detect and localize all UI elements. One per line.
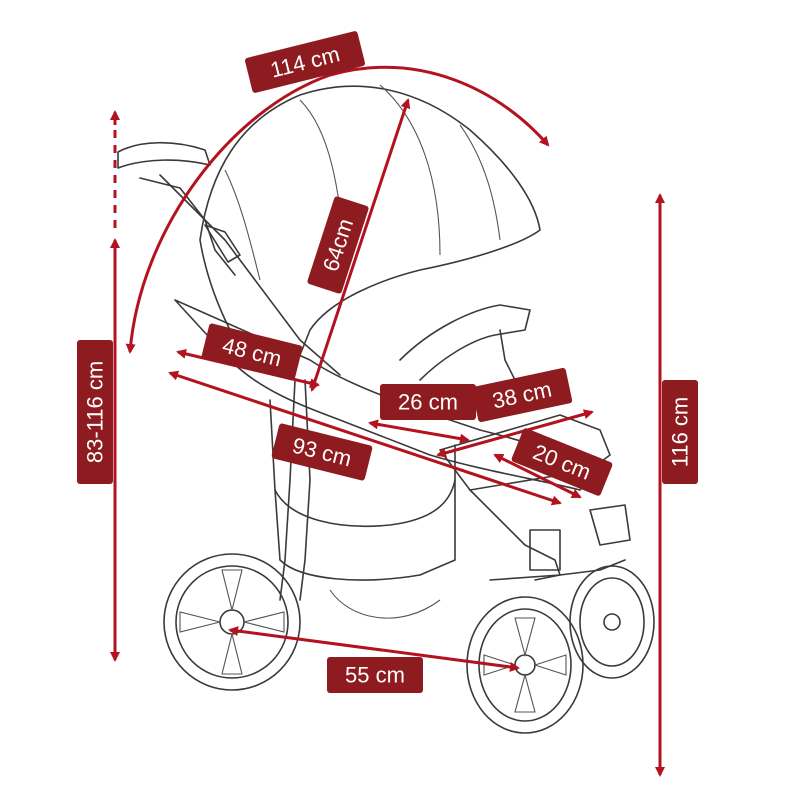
canopy-arc-arrow — [125, 65, 550, 354]
label-canopy-height: 64cm — [307, 196, 369, 294]
label-footrest-length: 38 cm — [471, 367, 573, 423]
dimension-arrows — [110, 65, 665, 777]
footrest-length-arrow — [436, 409, 594, 458]
label-seat-depth-text: 26 cm — [398, 390, 458, 415]
footrest-depth-arrow — [493, 453, 582, 499]
label-wheelbase-text: 55 cm — [345, 663, 405, 688]
rear-wheel-right — [329, 589, 441, 619]
label-wheelbase: 55 cm — [327, 657, 423, 693]
wheelbase-arrow — [228, 626, 520, 672]
label-footrest-depth: 20 cm — [511, 428, 613, 496]
label-handle-height: 83-116 cm — [77, 340, 113, 484]
dimension-labels: 114 cm 64cm 48 cm 93 cm 26 cm 38 cm — [77, 31, 698, 693]
label-overall-length: 93 cm — [271, 423, 373, 481]
canopy — [199, 85, 541, 365]
rear-wheel-left — [163, 553, 301, 691]
canopy-height-arrow — [309, 98, 411, 392]
label-total-height-text: 116 cm — [668, 397, 693, 468]
front-wheel-far — [569, 565, 655, 679]
label-handle-height-text: 83-116 cm — [83, 361, 108, 463]
label-seat-depth: 26 cm — [380, 384, 476, 420]
label-total-height: 116 cm — [662, 380, 698, 484]
label-seat-width: 48 cm — [201, 323, 303, 381]
handlebar — [117, 141, 211, 169]
